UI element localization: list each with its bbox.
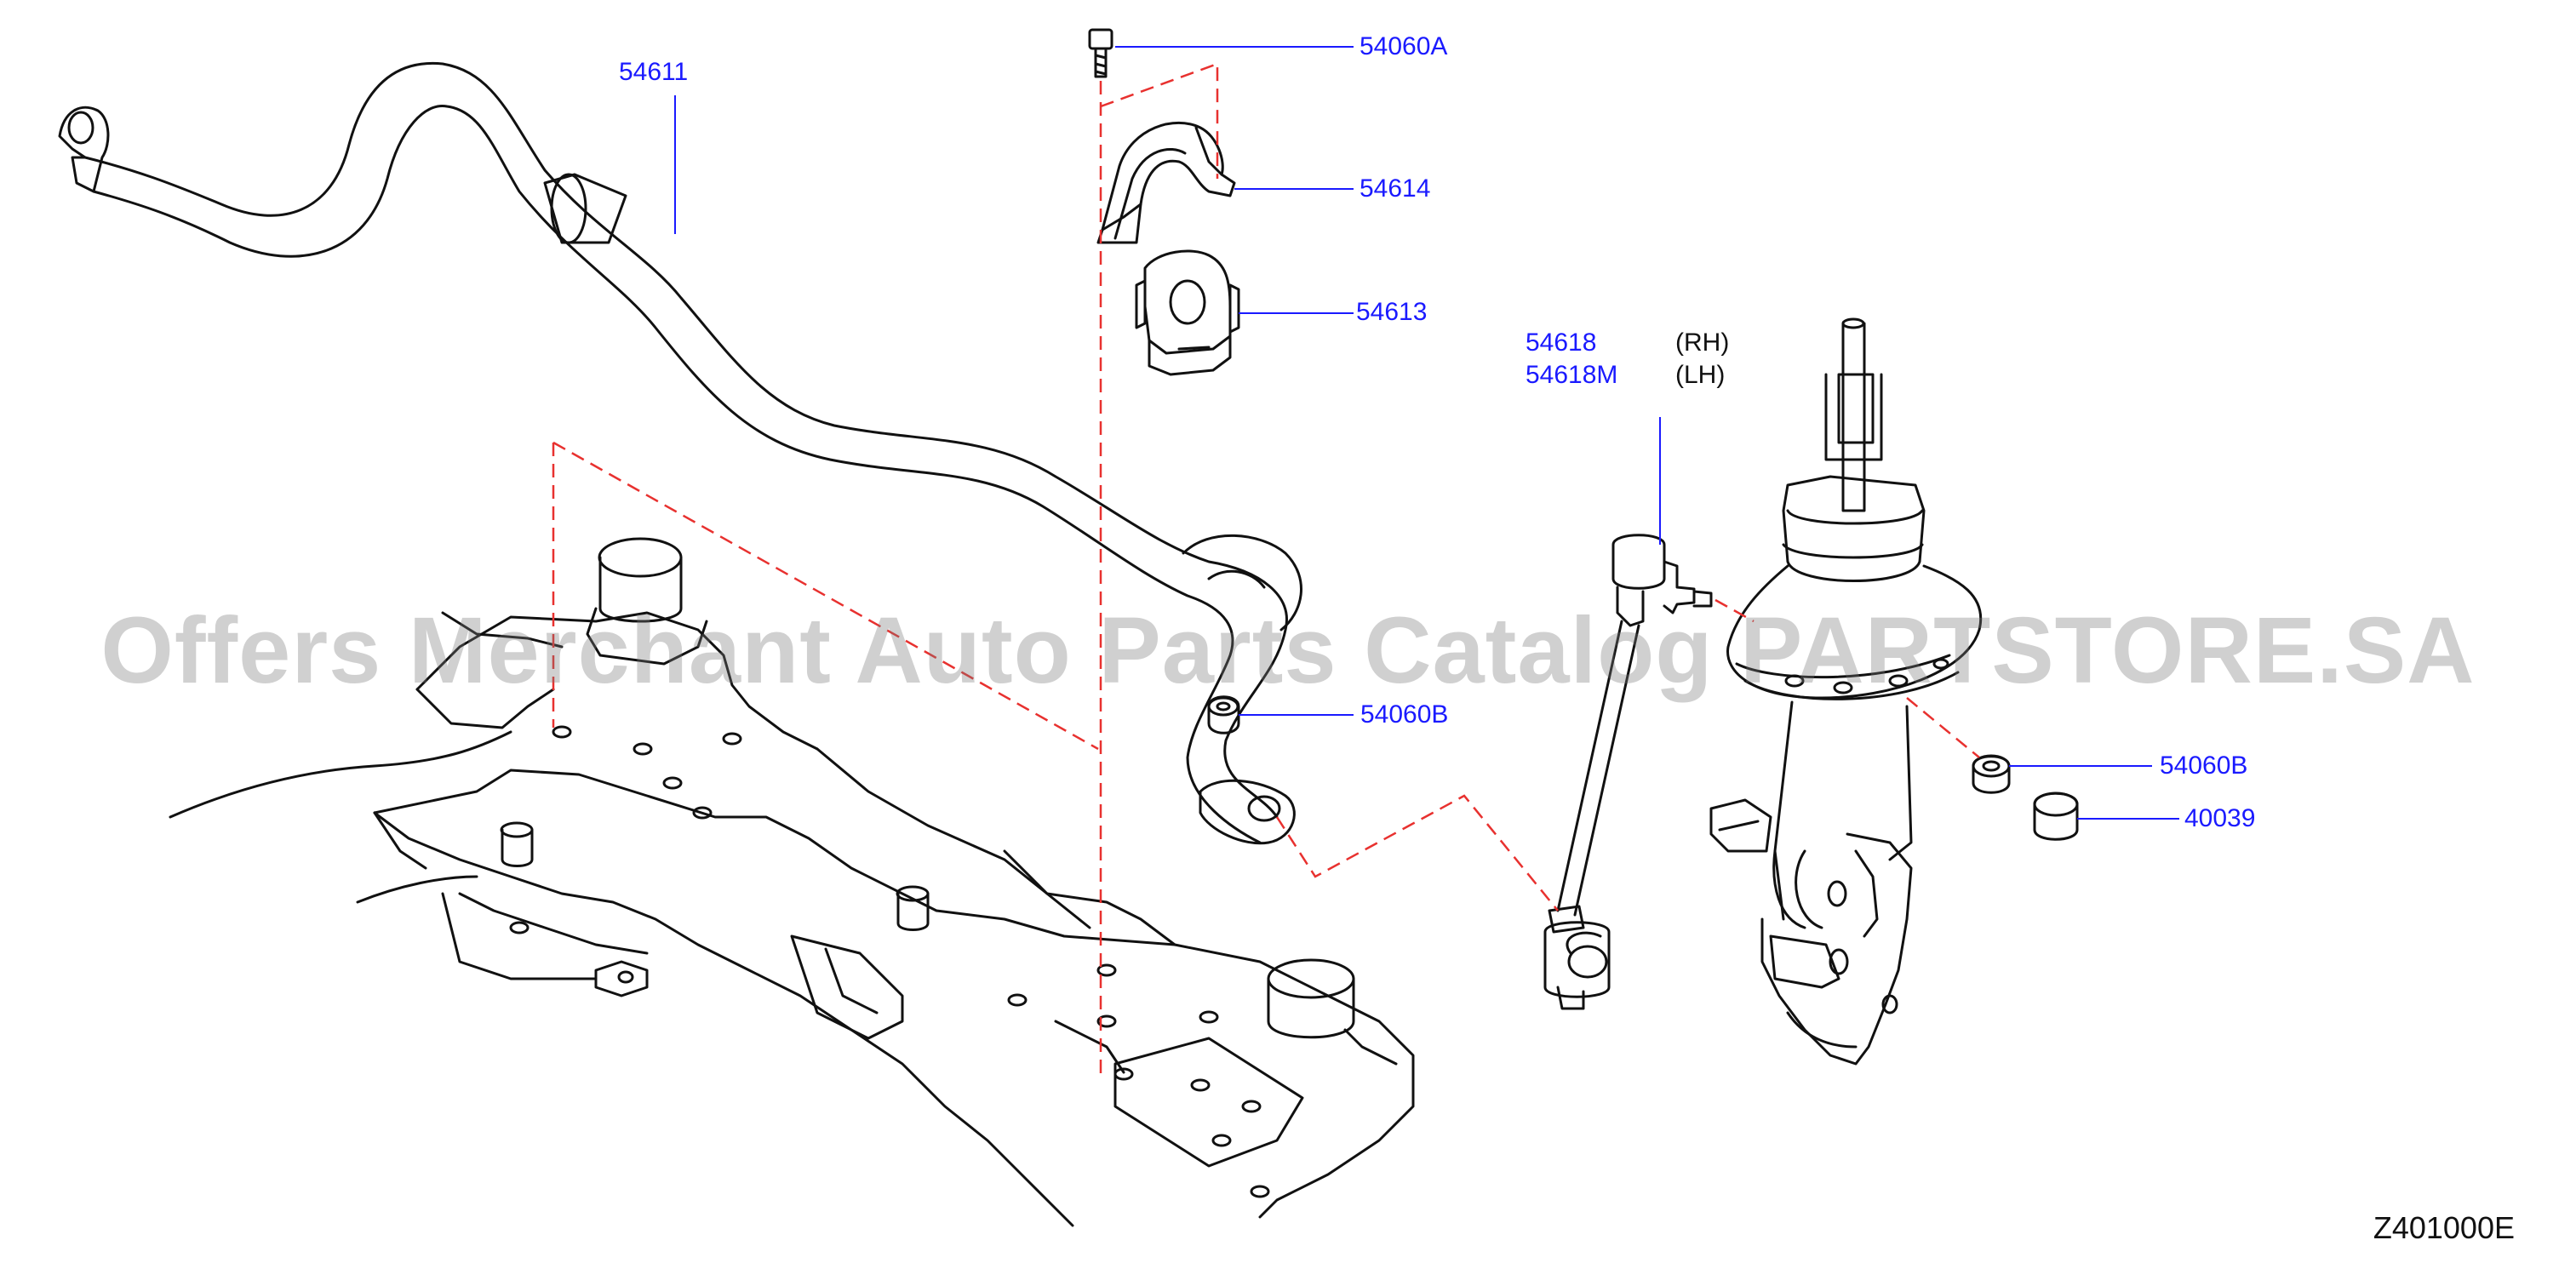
callout-54060A: 54060A: [1360, 32, 1448, 60]
stabilizer-bar: [58, 61, 1302, 845]
stabilizer-link: [1543, 534, 1713, 1010]
callout-54060B-left: 54060B: [1360, 700, 1449, 729]
stabilizer-bushing: [1135, 249, 1240, 376]
callout-54060B-right: 54060B: [2160, 752, 2248, 780]
stabilizer-clamp: [1096, 121, 1236, 244]
strut-bushing-right: [1972, 754, 2011, 794]
callout-54618M: 54618M: [1526, 361, 1618, 389]
callout-54614: 54614: [1360, 174, 1431, 203]
leader-lines: [674, 46, 2179, 820]
label-lh: (LH): [1675, 361, 1726, 389]
clamp-bolt: [1088, 28, 1113, 78]
callout-54613: 54613: [1356, 298, 1428, 326]
callout-54618: 54618: [1526, 329, 1597, 357]
dust-cap: [2033, 792, 2079, 841]
front-subframe: [169, 611, 1415, 1227]
assembly-guides: [552, 62, 1980, 1081]
subframe-holes: [509, 725, 1270, 1198]
drawing-code: Z401000E: [2373, 1210, 2515, 1245]
subframe-mounts: [500, 537, 1355, 1039]
callout-54611: 54611: [619, 58, 689, 86]
label-rh: (RH): [1675, 329, 1730, 357]
strut-assembly: [1709, 317, 1983, 1066]
callout-40039: 40039: [2184, 804, 2256, 832]
watermark: Offers Merchant Auto Parts Catalog PARTS…: [100, 598, 2476, 703]
link-bushing-left: [1207, 695, 1240, 734]
